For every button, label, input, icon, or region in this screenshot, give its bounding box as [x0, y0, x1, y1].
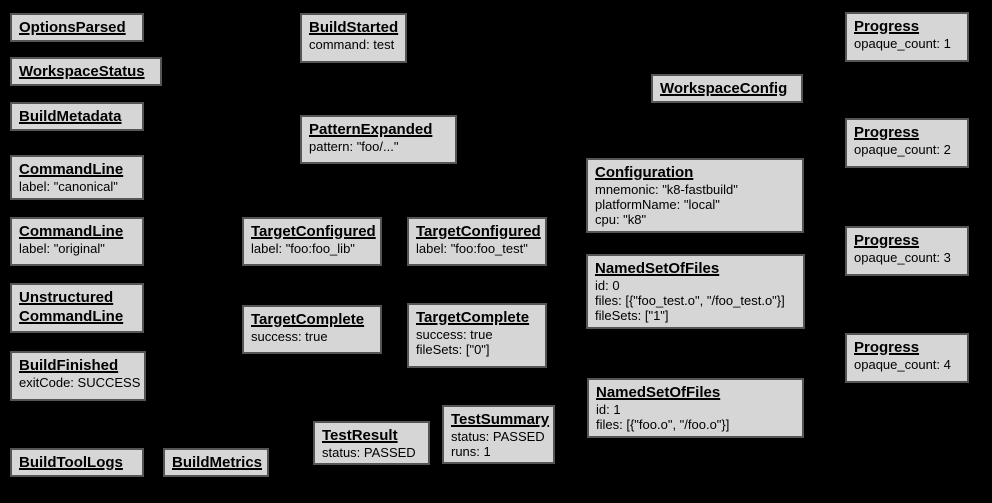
node-title: BuildStarted [309, 19, 399, 36]
node-attribute: command: test [309, 37, 395, 52]
node-title: BuildFinished [19, 357, 119, 374]
event-node-target-configured-foo-test: TargetConfigured label: "foo:foo_test" [407, 217, 547, 266]
event-node-command-line-canonical: CommandLine label: "canonical" [10, 155, 144, 200]
node-title: WorkspaceConfig [660, 80, 788, 97]
node-title: NamedSetOfFiles [596, 384, 721, 401]
node-title: TargetComplete [251, 311, 365, 328]
node-attribute: opaque_count: 4 [854, 357, 951, 372]
node-attribute: opaque_count: 1 [854, 36, 951, 51]
node-title: Progress [854, 232, 920, 249]
node-title: BuildToolLogs [19, 454, 123, 471]
node-attribute: exitCode: SUCCESS [19, 375, 141, 390]
event-node-configuration: Configuration mnemonic: "k8-fastbuild" p… [586, 158, 804, 233]
node-title: NamedSetOfFiles [595, 260, 720, 277]
node-title: TargetComplete [416, 309, 530, 326]
node-attribute: mnemonic: "k8-fastbuild" [595, 182, 738, 197]
node-title: TargetConfigured [251, 223, 376, 240]
node-title: CommandLine [19, 308, 124, 325]
node-attribute: platformName: "local" [595, 197, 720, 212]
node-title: BuildMetadata [19, 108, 122, 125]
node-title: Progress [854, 18, 920, 35]
node-attribute: runs: 1 [451, 444, 491, 459]
node-attribute: fileSets: ["1"] [595, 308, 669, 323]
node-title: TestResult [322, 427, 398, 444]
node-attribute: status: PASSED [322, 445, 416, 460]
node-title: Unstructured [19, 289, 114, 306]
node-attribute: cpu: "k8" [595, 212, 647, 227]
event-node-workspace-config: WorkspaceConfig [651, 74, 803, 103]
event-node-workspace-status: WorkspaceStatus [10, 57, 162, 86]
event-node-build-finished: BuildFinished exitCode: SUCCESS [10, 351, 146, 401]
event-node-build-tool-logs: BuildToolLogs [10, 448, 144, 477]
node-title: Configuration [595, 164, 694, 181]
node-title: CommandLine [19, 161, 124, 178]
event-node-named-set-of-files-1: NamedSetOfFiles id: 1 files: [{"foo.o", … [587, 378, 804, 438]
event-node-command-line-original: CommandLine label: "original" [10, 217, 144, 266]
event-node-build-metrics: BuildMetrics [163, 448, 269, 477]
node-attribute: success: true [251, 329, 328, 344]
node-title: OptionsParsed [19, 19, 126, 36]
event-node-named-set-of-files-0: NamedSetOfFiles id: 0 files: [{"foo_test… [586, 254, 805, 329]
node-attribute: id: 0 [595, 278, 620, 293]
event-node-target-complete-foo-test: TargetComplete success: true fileSets: [… [407, 303, 547, 368]
node-attribute: opaque_count: 3 [854, 250, 951, 265]
event-node-progress-2: Progress opaque_count: 2 [845, 118, 969, 168]
event-node-target-complete-foo-lib: TargetComplete success: true [242, 305, 382, 354]
node-attribute: label: "foo:foo_lib" [251, 241, 355, 256]
event-node-test-summary: TestSummary status: PASSED runs: 1 [442, 405, 555, 464]
node-attribute: success: true [416, 327, 493, 342]
node-title: CommandLine [19, 223, 124, 240]
node-attribute: files: [{"foo_test.o", "/foo_test.o"}] [595, 293, 785, 308]
node-attribute: label: "foo:foo_test" [416, 241, 528, 256]
event-node-build-metadata: BuildMetadata [10, 102, 144, 131]
node-attribute: label: "canonical" [19, 179, 118, 194]
event-node-target-configured-foo-lib: TargetConfigured label: "foo:foo_lib" [242, 217, 382, 266]
event-node-build-started: BuildStarted command: test [300, 13, 407, 63]
event-node-options-parsed: OptionsParsed [10, 13, 144, 42]
event-node-unstructured-command-line: Unstructured CommandLine [10, 283, 144, 333]
event-node-progress-4: Progress opaque_count: 4 [845, 333, 969, 383]
node-attribute: id: 1 [596, 402, 621, 417]
node-title: TestSummary [451, 411, 550, 428]
event-node-progress-1: Progress opaque_count: 1 [845, 12, 969, 62]
node-title: Progress [854, 124, 920, 141]
node-title: BuildMetrics [172, 454, 263, 471]
node-attribute: opaque_count: 2 [854, 142, 951, 157]
node-attribute: fileSets: ["0"] [416, 342, 490, 357]
node-attribute: files: [{"foo.o", "/foo.o"}] [596, 417, 730, 432]
event-node-test-result: TestResult status: PASSED [313, 421, 430, 465]
node-title: Progress [854, 339, 920, 356]
node-attribute: pattern: "foo/..." [309, 139, 399, 154]
node-title: PatternExpanded [309, 121, 433, 138]
node-attribute: status: PASSED [451, 429, 545, 444]
node-title: WorkspaceStatus [19, 63, 145, 80]
node-title: TargetConfigured [416, 223, 541, 240]
node-attribute: label: "original" [19, 241, 105, 256]
event-node-pattern-expanded: PatternExpanded pattern: "foo/..." [300, 115, 457, 164]
event-node-progress-3: Progress opaque_count: 3 [845, 226, 969, 276]
